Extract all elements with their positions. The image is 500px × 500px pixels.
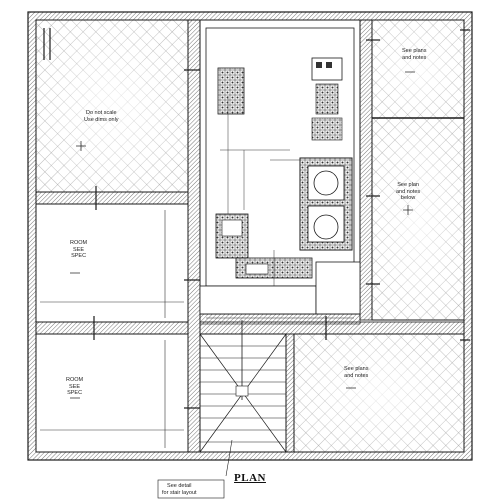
- label-mid-left: ROOM SEE SPEC: [70, 240, 87, 260]
- label-line: and notes: [402, 54, 427, 61]
- label-line: See detail: [167, 483, 192, 489]
- room-bottom-right: [293, 333, 465, 453]
- label-line: See plan: [397, 182, 419, 188]
- label-line: below: [400, 195, 416, 201]
- label-line: and notes: [396, 188, 421, 195]
- label-line: SEE: [73, 246, 85, 253]
- label-line: SEE: [69, 383, 81, 390]
- label-bottom-left: ROOM SEE SPEC: [66, 377, 83, 397]
- passage-center: [199, 261, 361, 325]
- room-top-left: [35, 19, 189, 193]
- room-mid-left: [35, 203, 189, 323]
- label-top-right: See plans and notes: [402, 48, 426, 61]
- label-line: SPEC: [67, 390, 83, 396]
- room-bottom-left: [35, 333, 189, 453]
- label-top-left: Do not scale Use dims only: [84, 110, 119, 123]
- label-line: ROOM: [70, 240, 88, 246]
- label-line: and notes: [344, 372, 369, 379]
- label-line: ROOM: [66, 377, 84, 383]
- stair: [199, 320, 287, 477]
- room-mid-right: [371, 117, 465, 321]
- label-line: See plans: [402, 48, 427, 54]
- label-line: SPEC: [71, 253, 87, 259]
- room-top-right: [371, 19, 465, 119]
- label-line: See plans: [344, 366, 369, 372]
- label-line: Use dims only: [84, 116, 119, 123]
- stair-note: See detail for stair layout: [162, 483, 197, 496]
- stair-note-box: [157, 479, 225, 499]
- label-line: for stair layout: [162, 489, 197, 496]
- label-mid-right: See plan and notes below: [396, 182, 420, 202]
- plan-caption: PLAN: [234, 472, 266, 484]
- label-bottom-right: See plans and notes: [344, 366, 368, 379]
- label-line: Do not scale: [85, 110, 117, 116]
